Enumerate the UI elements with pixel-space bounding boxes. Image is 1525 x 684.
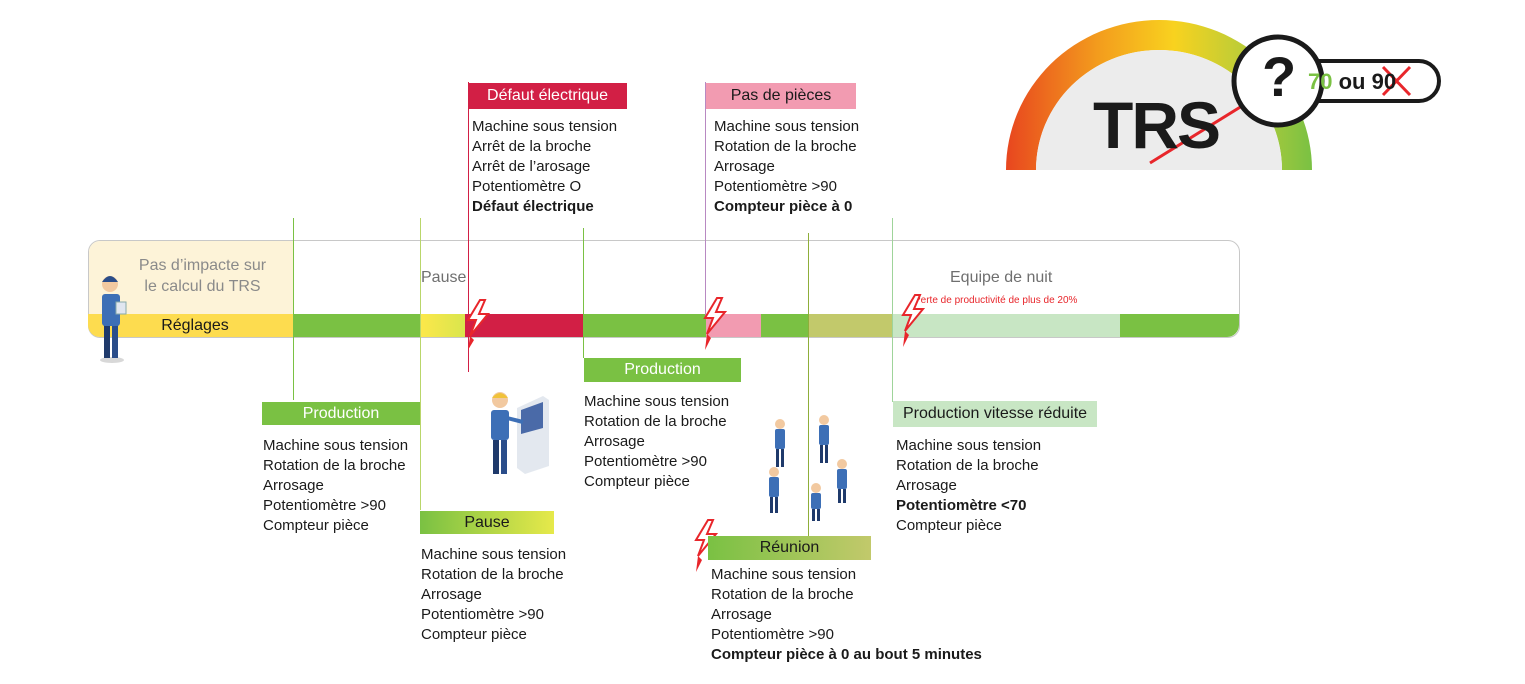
state-pas-pieces-label: Pas de pièces [706, 83, 856, 109]
detail-line: Potentiomètre >90 [263, 497, 386, 514]
left-note-line2: le calcul du TRS [144, 278, 261, 295]
timeline-frame [88, 240, 1240, 338]
state-reunion-details: Machine sous tension Rotation de la broc… [711, 565, 982, 665]
detail-line: Rotation de la broche [421, 566, 564, 583]
detail-line: Potentiomètre >90 [584, 453, 707, 470]
gauge-values: 70 ou 90 [1308, 69, 1396, 95]
trs-gauge: TRS ? 70 ou 90 [1000, 15, 1460, 175]
detail-line: Arrosage [711, 606, 772, 623]
state-production1-details: Machine sous tension Rotation de la broc… [263, 436, 408, 536]
trs-gauge-graphic [1006, 20, 1441, 170]
detail-line: Machine sous tension [896, 437, 1042, 454]
segment-reunion [808, 314, 893, 337]
detail-line: Machine sous tension [421, 546, 567, 563]
state-pas-pieces-details: Machine sous tension Rotation de la broc… [714, 117, 859, 217]
pause-caption: Pause [421, 269, 467, 286]
connector-line [420, 218, 421, 510]
state-reduite-label: Production vitesse réduite [893, 401, 1097, 427]
value-90: 90 [1371, 69, 1397, 94]
detail-line: Potentiomètre O [472, 178, 582, 195]
detail-line: Arrêt de la broche [472, 138, 592, 155]
segment-production3 [761, 314, 808, 337]
detail-line: Arrosage [896, 477, 957, 494]
detail-line: Compteur pièce [421, 626, 527, 643]
segment-production1 [293, 314, 420, 337]
connector-line [705, 82, 706, 316]
detail-line: Machine sous tension [711, 566, 857, 583]
segment-reduite [893, 314, 1120, 337]
detail-line: Potentiomètre >90 [421, 606, 544, 623]
state-defaut-details: Machine sous tension Arrêt de la broche … [472, 117, 617, 217]
connector-line [892, 218, 893, 402]
connector-line [293, 218, 294, 400]
segment-reglages [88, 314, 293, 337]
detail-line-bold: Compteur pièce à 0 [714, 198, 853, 215]
detail-line: Rotation de la broche [711, 586, 854, 603]
question-mark: ? [1262, 45, 1297, 108]
state-reduite-details: Machine sous tension Rotation de la broc… [896, 436, 1041, 536]
state-defaut-label: Défaut électrique [468, 83, 627, 109]
detail-line: Rotation de la broche [584, 413, 727, 430]
segment-pause [420, 314, 465, 337]
detail-line: Rotation de la broche [896, 457, 1039, 474]
state-reunion-label: Réunion [708, 536, 871, 560]
value-70: 70 [1308, 69, 1333, 94]
state-production1-label: Production [262, 402, 420, 425]
state-production2-label: Production [584, 358, 741, 382]
lightning-icon [466, 299, 491, 350]
meeting-group-icon [769, 415, 847, 521]
detail-line: Machine sous tension [263, 437, 409, 454]
detail-line-bold: Défaut électrique [472, 198, 594, 215]
segment-defaut [465, 314, 584, 337]
detail-line: Machine sous tension [714, 118, 860, 135]
detail-line-bold: Potentiomètre <70 [896, 497, 1027, 514]
left-note: Pas d’impacte sur le calcul du TRS [110, 255, 295, 297]
detail-line: Compteur pièce [263, 517, 369, 534]
detail-line: Arrosage [421, 586, 482, 603]
connector-line [468, 82, 469, 372]
night-caption: Equipe de nuit [950, 269, 1053, 286]
detail-line: Rotation de la broche [714, 138, 857, 155]
detail-line: Potentiomètre >90 [714, 178, 837, 195]
detail-line: Compteur pièce [584, 473, 690, 490]
connector-line [583, 228, 584, 358]
left-note-line1: Pas d’impacte sur [138, 257, 267, 274]
worker-icon [100, 276, 127, 363]
operator-terminal-icon [491, 392, 549, 474]
state-production2-details: Machine sous tension Rotation de la broc… [584, 392, 729, 492]
detail-line: Rotation de la broche [263, 457, 406, 474]
detail-line-bold: Compteur pièce à 0 au bout 5 minutes [711, 646, 982, 663]
detail-line: Arrêt de l’arosage [472, 158, 591, 175]
state-pause-label: Pause [420, 511, 554, 534]
detail-line: Arrosage [714, 158, 775, 175]
detail-line: Arrosage [263, 477, 324, 494]
lightning-icon [703, 297, 728, 350]
lightning-icon [694, 519, 719, 572]
value-connector: ou [1338, 69, 1366, 94]
connector-line [808, 233, 809, 538]
detail-line: Compteur pièce [896, 517, 1002, 534]
segment-production4 [1120, 314, 1239, 337]
detail-line: Machine sous tension [472, 118, 618, 135]
setup-label: Réglages [161, 317, 229, 334]
detail-line: Arrosage [584, 433, 645, 450]
detail-line: Potentiomètre >90 [711, 626, 834, 643]
state-pause-details: Machine sous tension Rotation de la broc… [421, 545, 566, 645]
segment-production2 [584, 314, 706, 337]
detail-line: Machine sous tension [584, 393, 730, 410]
trs-title: TRS [1093, 88, 1221, 162]
loss-note: Perte de productivité de plus de 20% [914, 295, 1078, 306]
lightning-icon [901, 294, 926, 347]
